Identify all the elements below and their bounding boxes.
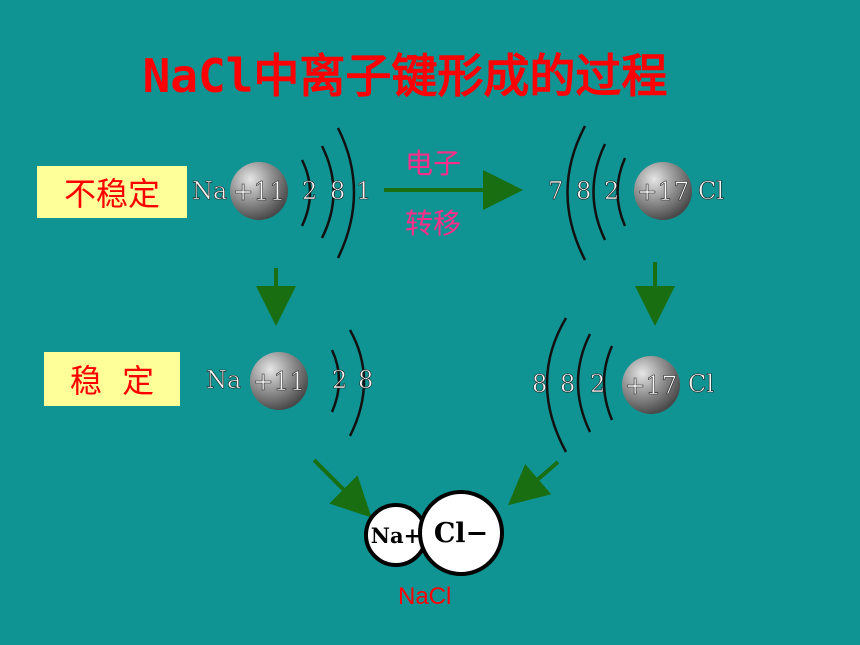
cl-atom-shell-3-count: 7 [548, 177, 564, 206]
na-atom-shell-1 [300, 159, 312, 227]
na-ion-symbol: Na [206, 366, 242, 395]
na-atom-symbol: Na [192, 177, 228, 206]
na-ion-shell-2 [348, 329, 366, 437]
cl-ion-to-compound-arrow [507, 460, 560, 506]
chloride-ion-label: Cl− [433, 517, 489, 549]
cl-ion-shell-2-count: 8 [560, 370, 576, 399]
na-ion-shell-1 [330, 349, 341, 413]
cl-ion-symbol: Cl [688, 370, 715, 399]
na-ion-to-compound-arrow [312, 458, 372, 518]
cl-atom-shell-3 [566, 125, 587, 261]
cl-ion-shell-2 [576, 333, 592, 433]
cl-atom-shell-1 [616, 157, 627, 227]
na-atom-shell-3 [336, 127, 356, 259]
nacl-label: NaCl [398, 583, 452, 610]
cl-atom-shell-1-count: 2 [604, 177, 620, 206]
cl-atom-shell-2 [592, 143, 607, 241]
cl-ion-charge: +17 [624, 370, 678, 400]
na-atom-nucleus: +11 [230, 162, 288, 220]
na-atom-shell-1-count: 2 [302, 177, 318, 206]
transfer-text-top: 电子 [405, 147, 462, 180]
na-atom-charge: +11 [232, 176, 286, 206]
sodium-ion-label: Na+ [370, 522, 422, 548]
na-atom-shell-2-count: 8 [330, 177, 346, 206]
na-ion-shell-1-count: 2 [332, 366, 348, 395]
stable-label: 稳 定 [44, 352, 180, 406]
cl-atom-symbol: Cl [698, 177, 725, 206]
na-ion-shell-2-count: 8 [358, 366, 374, 395]
cl-atom-shell-2-count: 8 [576, 177, 592, 206]
cl-ion-nucleus: +17 [622, 356, 680, 414]
unstable-label: 不稳定 [37, 166, 187, 218]
cl-ion-shell-1-count: 2 [590, 370, 606, 399]
cl-atom-charge: +17 [636, 176, 690, 206]
na-atom-shell-2 [320, 145, 335, 239]
chloride-ion-circle: Cl− [418, 490, 504, 576]
cl-ion-shell-3-count: 8 [532, 370, 548, 399]
cl-atom-nucleus: +17 [634, 162, 692, 220]
page-title: NaCl中离子键形成的过程 [142, 49, 668, 103]
na-ion-nucleus: +11 [250, 352, 308, 410]
cl-ion-shell-3 [545, 317, 568, 453]
cl-ion-shell-1 [602, 345, 614, 421]
transfer-text-bottom: 转移 [405, 207, 462, 240]
na-ion-charge: +11 [252, 366, 306, 396]
na-atom-shell-3-count: 1 [356, 177, 372, 206]
